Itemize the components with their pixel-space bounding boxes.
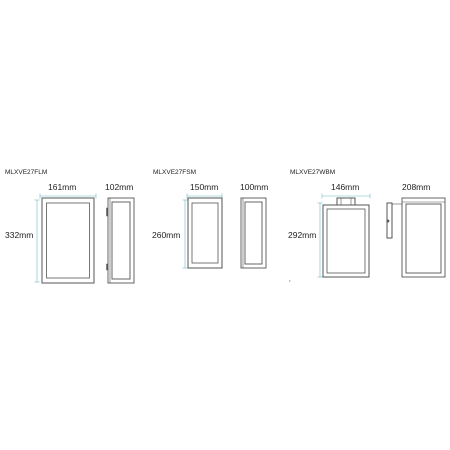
front-top-cap-mlxve27wbm [336,197,356,206]
height-label-mlxve27flm: 332mm [5,230,33,240]
side-frame-inner-mlxve27flm [111,201,131,280]
side-frame-inner-mlxve27fsm [244,201,263,265]
height-label-mlxve27fsm: 260mm [152,230,180,240]
bracket-screw-mlxve27wbm [386,219,390,223]
width-label-mlxve27fsm: 150mm [190,182,218,192]
depth-label-mlxve27flm: 102mm [105,182,133,192]
small-mark-mlxve27wbm: F [289,279,291,283]
width-label-mlxve27wbm: 146mm [331,182,359,192]
wall-bracket-icon [386,202,402,239]
front-frame-inner-mlxve27flm [46,202,90,279]
depth-label-mlxve27wbm: 208mm [402,182,430,192]
side-hinge-mlxve27flm [106,207,109,217]
product-mlxve27flm: MLXVE27FLM 161mm 332mm 102mm [5,169,135,284]
model-label-mlxve27fsm: MLXVE27FSM [153,169,196,176]
front-frame-inner-mlxve27fsm [191,202,219,264]
product-mlxve27fsm: MLXVE27FSM 150mm 260mm 100mm [152,169,268,269]
width-label-mlxve27flm: 161mm [48,182,76,192]
height-label-mlxve27wbm: 292mm [288,230,316,240]
side-latch-mlxve27flm [106,263,109,271]
depth-label-mlxve27fsm: 100mm [240,182,268,192]
model-label-mlxve27wbm: MLXVE27WBM [290,169,335,176]
model-label-mlxve27flm: MLXVE27FLM [5,169,47,176]
side-frame-inner-mlxve27wbm [405,203,442,274]
front-frame-inner-mlxve27wbm [326,208,366,274]
product-mlxve27wbm: MLXVE27WBM 146mm 292mm F 208mm [288,169,446,283]
